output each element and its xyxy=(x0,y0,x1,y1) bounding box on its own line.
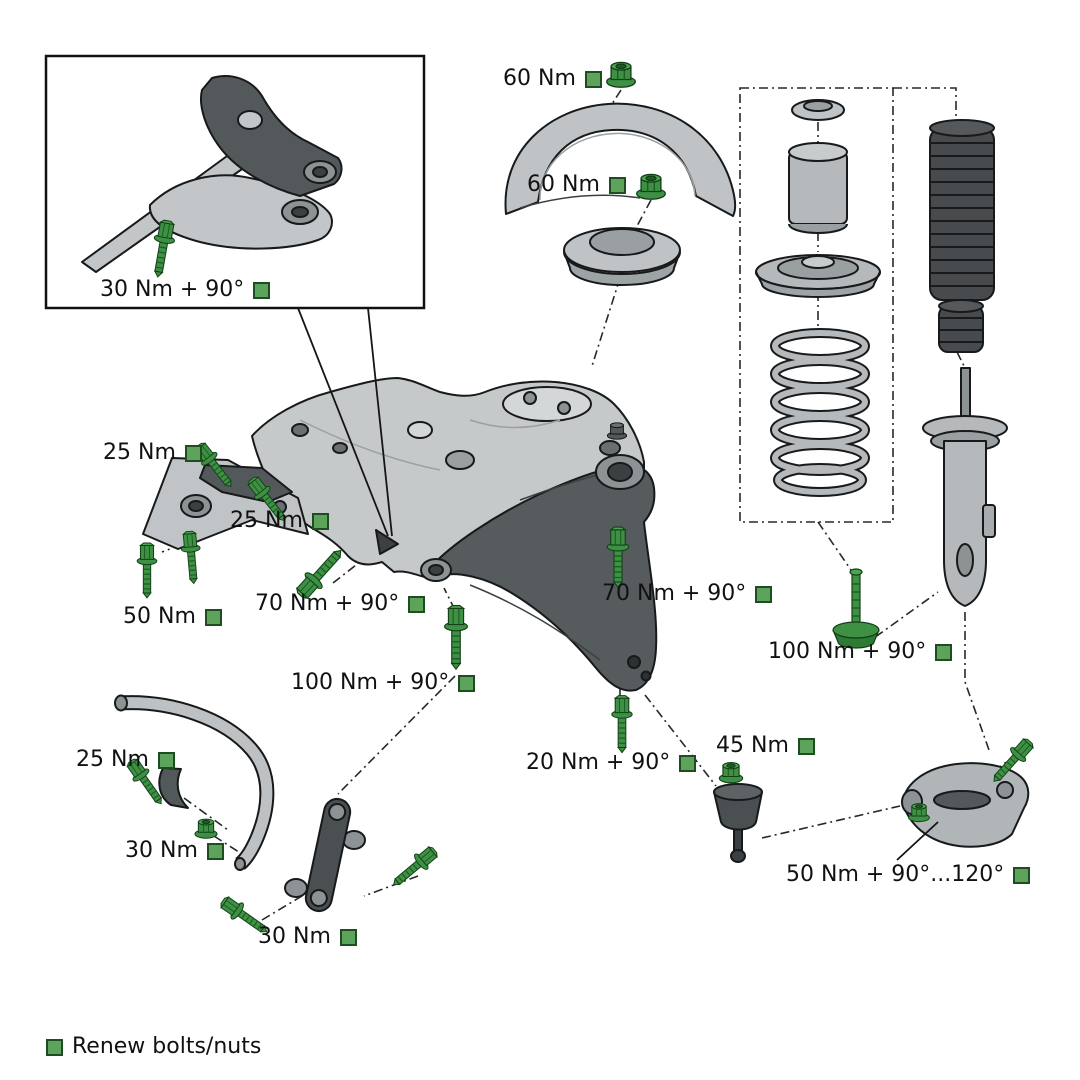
subframe-console xyxy=(142,457,309,550)
torque-text: 25 Nm xyxy=(103,440,176,465)
renew-marker-icon xyxy=(584,70,602,88)
torque-label-45nm: 45 Nm xyxy=(716,735,815,757)
torque-label-100nm-center: 100 Nm + 90° xyxy=(291,670,476,695)
torque-label-70nm-left: 70 Nm + 90° xyxy=(255,591,426,616)
bolt-100nm-strut xyxy=(832,568,880,649)
nut-60nm-lower xyxy=(636,173,666,200)
torque-text: 25 Nm xyxy=(76,747,149,772)
renew-marker-icon xyxy=(311,512,329,530)
torque-label-100nm-strut: 100 Nm + 90° xyxy=(768,639,953,664)
spring-seat xyxy=(755,254,881,298)
legend-renew: Renew bolts/nuts xyxy=(46,1036,261,1058)
legend-text: Renew bolts/nuts xyxy=(72,1034,262,1059)
bolt-100nm-center xyxy=(443,604,469,670)
nut-30nm xyxy=(194,818,218,839)
renew-marker-icon xyxy=(935,643,953,661)
dust-boot xyxy=(929,119,995,301)
dark-nut-subframe xyxy=(606,422,628,440)
control-arm xyxy=(420,454,658,692)
renew-marker-icon xyxy=(679,754,697,772)
dust-shield xyxy=(504,102,737,217)
torque-text: 70 Nm + 90° xyxy=(255,591,400,616)
renew-marker-icon xyxy=(46,1038,63,1056)
torque-label-30nm-nut: 30 Nm xyxy=(125,840,224,862)
renew-marker-icon xyxy=(408,595,426,613)
inset-arm-detail xyxy=(81,75,343,280)
torque-label-30nm-links: 30 Nm xyxy=(258,926,357,948)
leader-50nm-knuckle xyxy=(896,821,939,861)
torque-text: 60 Nm xyxy=(527,172,600,197)
nut-60nm-top xyxy=(606,61,636,88)
renew-marker-icon xyxy=(184,444,202,462)
torque-label-25nm-stab: 25 Nm xyxy=(76,749,175,771)
nut-knuckle xyxy=(908,803,930,823)
rubber-mount xyxy=(788,142,848,234)
renew-marker-icon xyxy=(253,281,271,299)
torque-label-25nm-upper: 25 Nm xyxy=(103,442,202,464)
stabilizer-clamp xyxy=(158,767,189,809)
renew-marker-icon xyxy=(204,608,222,626)
torque-text: 30 Nm + 90° xyxy=(100,277,245,302)
torque-label-60nm-top: 60 Nm xyxy=(503,68,602,90)
stabilizer-bar xyxy=(114,694,275,871)
coil-spring xyxy=(770,328,870,497)
subframe xyxy=(251,377,645,580)
torque-text: 100 Nm + 90° xyxy=(291,670,450,695)
torque-label-20nm: 20 Nm + 90° xyxy=(526,750,697,775)
torque-label-inset-30nm: 30 Nm + 90° xyxy=(100,277,271,302)
torque-label-50nm: 50 Nm xyxy=(123,606,222,628)
spring-assembly xyxy=(755,99,881,497)
bolt-30nm-right xyxy=(386,842,442,893)
strut xyxy=(922,367,1008,607)
bolt-50nm-a xyxy=(136,542,158,599)
nut-45nm xyxy=(718,762,744,784)
renew-marker-icon xyxy=(206,842,224,860)
torque-text: 70 Nm + 90° xyxy=(602,581,747,606)
torque-text: 30 Nm xyxy=(125,838,198,863)
torque-text: 60 Nm xyxy=(503,66,576,91)
renew-marker-icon xyxy=(458,674,476,692)
torque-label-60nm-lower: 60 Nm xyxy=(527,174,626,196)
torque-label-70nm-right: 70 Nm + 90° xyxy=(602,581,773,606)
renew-marker-icon xyxy=(339,928,357,946)
torque-text: 100 Nm + 90° xyxy=(768,639,927,664)
renew-marker-icon xyxy=(755,585,773,603)
renew-marker-icon xyxy=(1013,866,1031,884)
torque-text: 20 Nm + 90° xyxy=(526,750,671,775)
renew-marker-icon xyxy=(608,176,626,194)
renew-marker-icon xyxy=(797,737,815,755)
bolt-20nm xyxy=(611,695,633,754)
strut-top-mount xyxy=(563,227,681,286)
stabilizer-link xyxy=(284,797,366,913)
torque-label-50nm-pinch: 50 Nm + 90°...120° xyxy=(786,862,1031,887)
mount-cap xyxy=(791,99,845,121)
torque-label-25nm-lower: 25 Nm xyxy=(230,510,329,532)
torque-text: 50 Nm xyxy=(123,604,196,629)
ball-joint xyxy=(713,783,763,863)
torque-text: 50 Nm + 90°...120° xyxy=(786,862,1005,887)
torque-text: 30 Nm xyxy=(258,924,331,949)
fasteners xyxy=(122,61,1038,941)
bump-stop xyxy=(938,299,984,353)
renew-marker-icon xyxy=(157,751,175,769)
inset-callout xyxy=(44,54,426,537)
torque-text: 45 Nm xyxy=(716,733,789,758)
torque-text: 25 Nm xyxy=(230,508,303,533)
